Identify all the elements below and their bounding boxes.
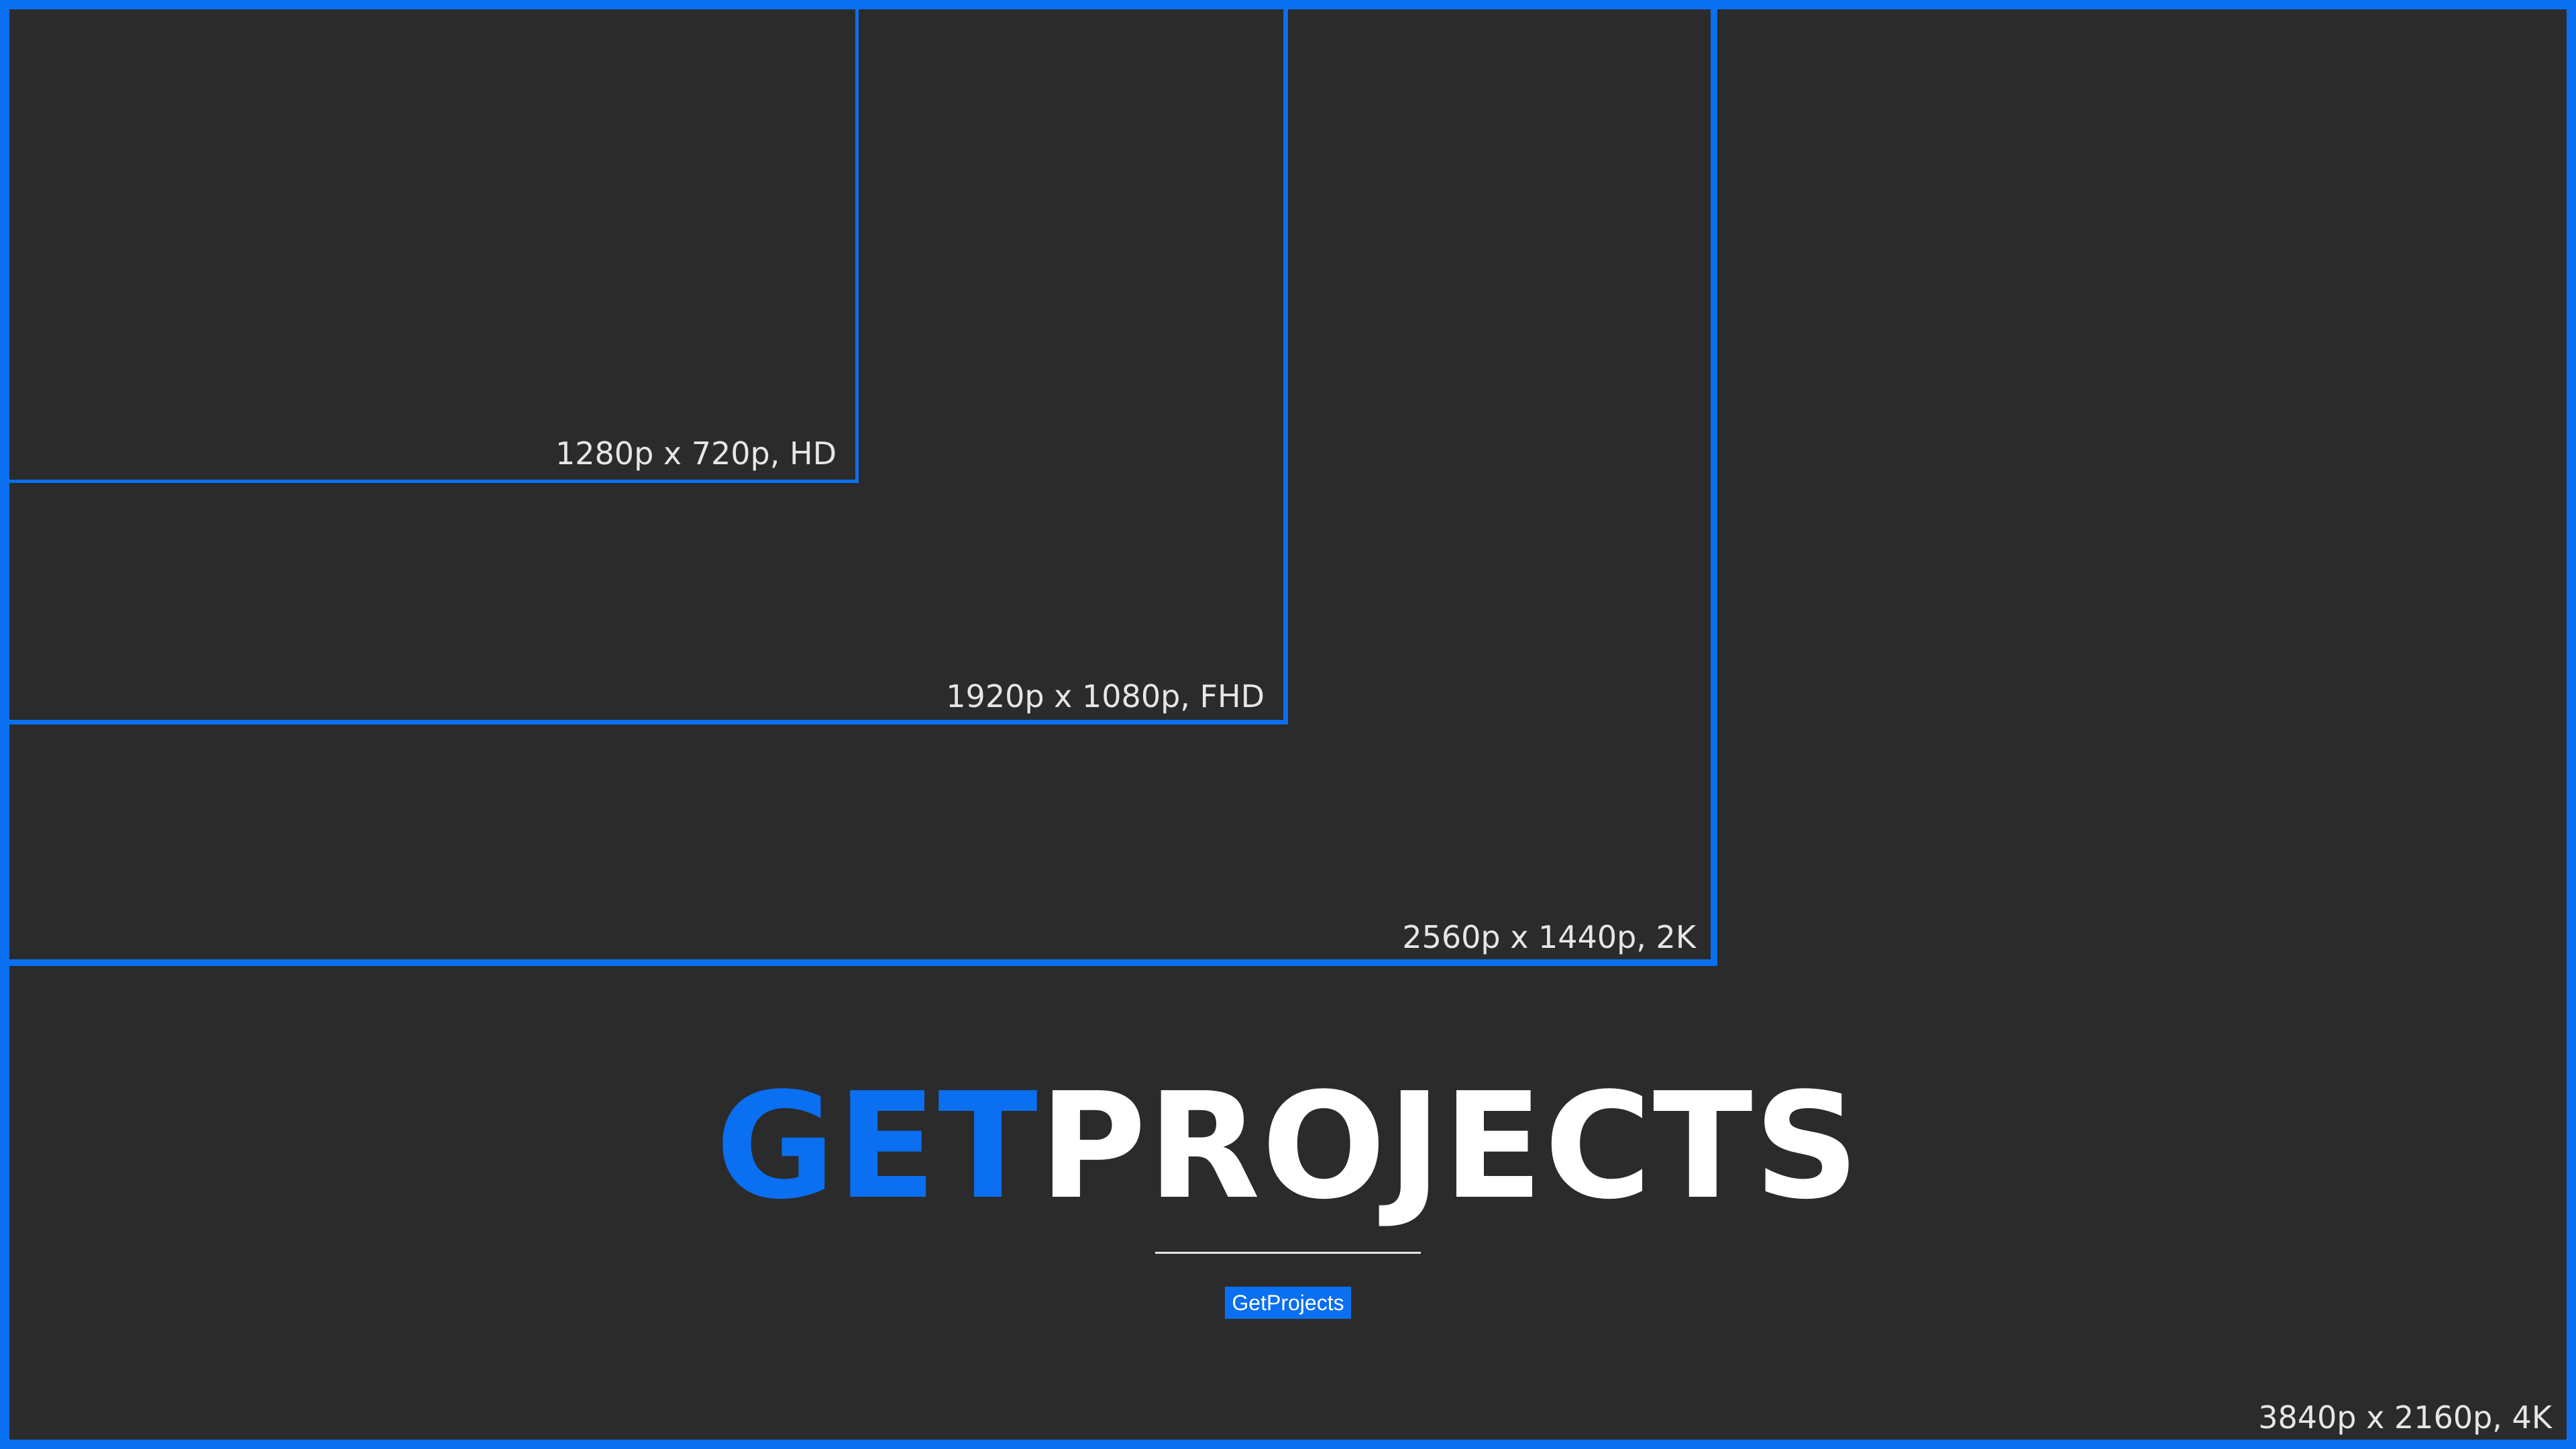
frame-2k-label: 2560p x 1440p, 2K xyxy=(1402,919,1696,955)
brand-tag: GetProjects xyxy=(1225,1287,1351,1319)
frame-hd-label: 1280p x 720p, HD xyxy=(555,435,837,472)
frame-fhd-label: 1920p x 1080p, FHD xyxy=(946,678,1265,714)
brand-get-text: GET xyxy=(715,1062,1039,1232)
brand-projects-text: PROJECTS xyxy=(1038,1062,1861,1232)
brand-logo-text: GETPROJECTS xyxy=(0,1073,2576,1221)
frame-4k-label: 3840p x 2160p, 4K xyxy=(2258,1399,2552,1436)
divider-line xyxy=(1155,1252,1421,1254)
frame-hd: 1280p x 720p, HD xyxy=(0,0,859,483)
